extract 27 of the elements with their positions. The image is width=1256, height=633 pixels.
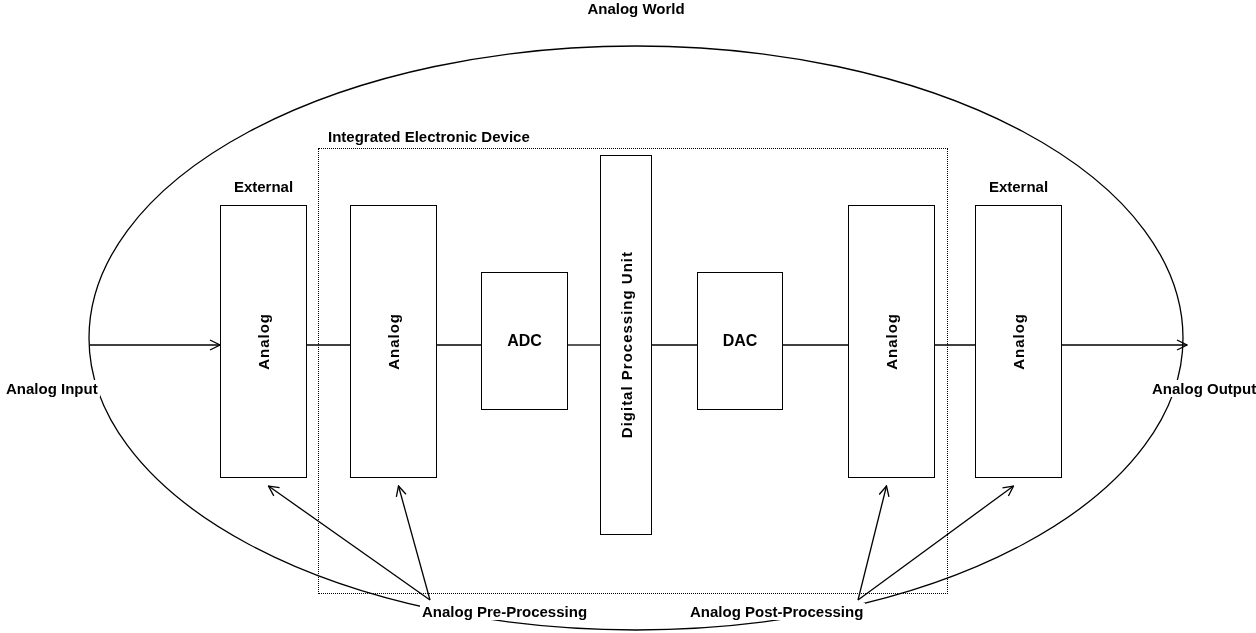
leader-arrow: [267, 485, 431, 601]
connector-line: [436, 344, 482, 346]
io-label: Analog Input: [4, 380, 100, 397]
connector-line: [651, 344, 698, 346]
leader-arrow: [857, 485, 890, 601]
group-title: Integrated Electronic Device: [328, 128, 531, 145]
connector-line: [782, 344, 849, 346]
arrow: [89, 339, 221, 351]
block-label: Analog: [1010, 313, 1027, 370]
connector-line: [934, 344, 976, 346]
block-label: Analog: [255, 313, 272, 370]
leader-arrow: [857, 485, 1015, 601]
connector-line: [567, 344, 601, 346]
block-label: Analog: [883, 313, 900, 370]
block-heading: External: [987, 178, 1050, 195]
block-label: ADC: [507, 332, 542, 350]
block-label: Analog: [385, 313, 402, 370]
connector-line: [306, 344, 351, 346]
block-label: Digital Processing Unit: [617, 251, 635, 439]
block-heading: External: [232, 178, 295, 195]
region-title: Analog World: [586, 0, 686, 17]
block-label: DAC: [722, 332, 758, 350]
callout-text: Analog Post-Processing: [688, 603, 866, 620]
io-label: Analog Output: [1150, 380, 1256, 397]
callout-text: Analog Pre-Processing: [420, 603, 590, 620]
leader-arrow: [395, 485, 431, 601]
arrow: [1061, 339, 1188, 351]
